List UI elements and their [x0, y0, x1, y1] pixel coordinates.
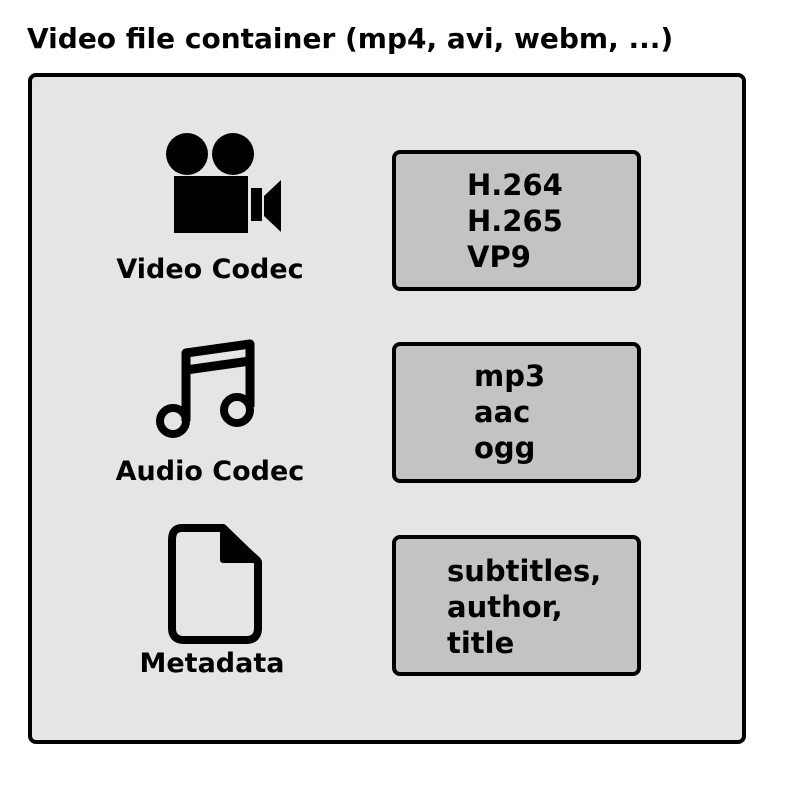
audio-codec-list: mp3 aac ogg — [474, 358, 545, 466]
video-camera-icon — [164, 131, 284, 235]
metadata-label: Metadata — [139, 648, 285, 679]
audio-codec-box: mp3 aac ogg — [392, 342, 641, 483]
metadata-item: author, — [447, 590, 563, 624]
audio-codec-item: ogg — [474, 431, 536, 465]
video-codec-item: H.265 — [467, 204, 563, 238]
metadata-list: subtitles, author, title — [447, 553, 601, 661]
music-note-icon — [152, 334, 257, 444]
video-codec-box: H.264 H.265 VP9 — [392, 150, 641, 291]
audio-codec-label: Audio Codec — [115, 456, 305, 487]
video-codec-item: H.264 — [467, 168, 563, 202]
video-container-box: Video Codec H.264 H.265 VP9 Audio Codec … — [28, 73, 746, 744]
video-codec-list: H.264 H.265 VP9 — [467, 167, 563, 275]
metadata-box: subtitles, author, title — [392, 535, 641, 676]
diagram-title: Video file container (mp4, avi, webm, ..… — [27, 22, 674, 55]
video-codec-label: Video Codec — [116, 254, 304, 285]
video-codec-item: VP9 — [467, 240, 531, 274]
audio-codec-item: mp3 — [474, 359, 546, 393]
document-icon — [168, 524, 263, 644]
metadata-item: title — [447, 626, 515, 660]
metadata-item: subtitles, — [447, 554, 602, 588]
audio-codec-item: aac — [474, 395, 531, 429]
